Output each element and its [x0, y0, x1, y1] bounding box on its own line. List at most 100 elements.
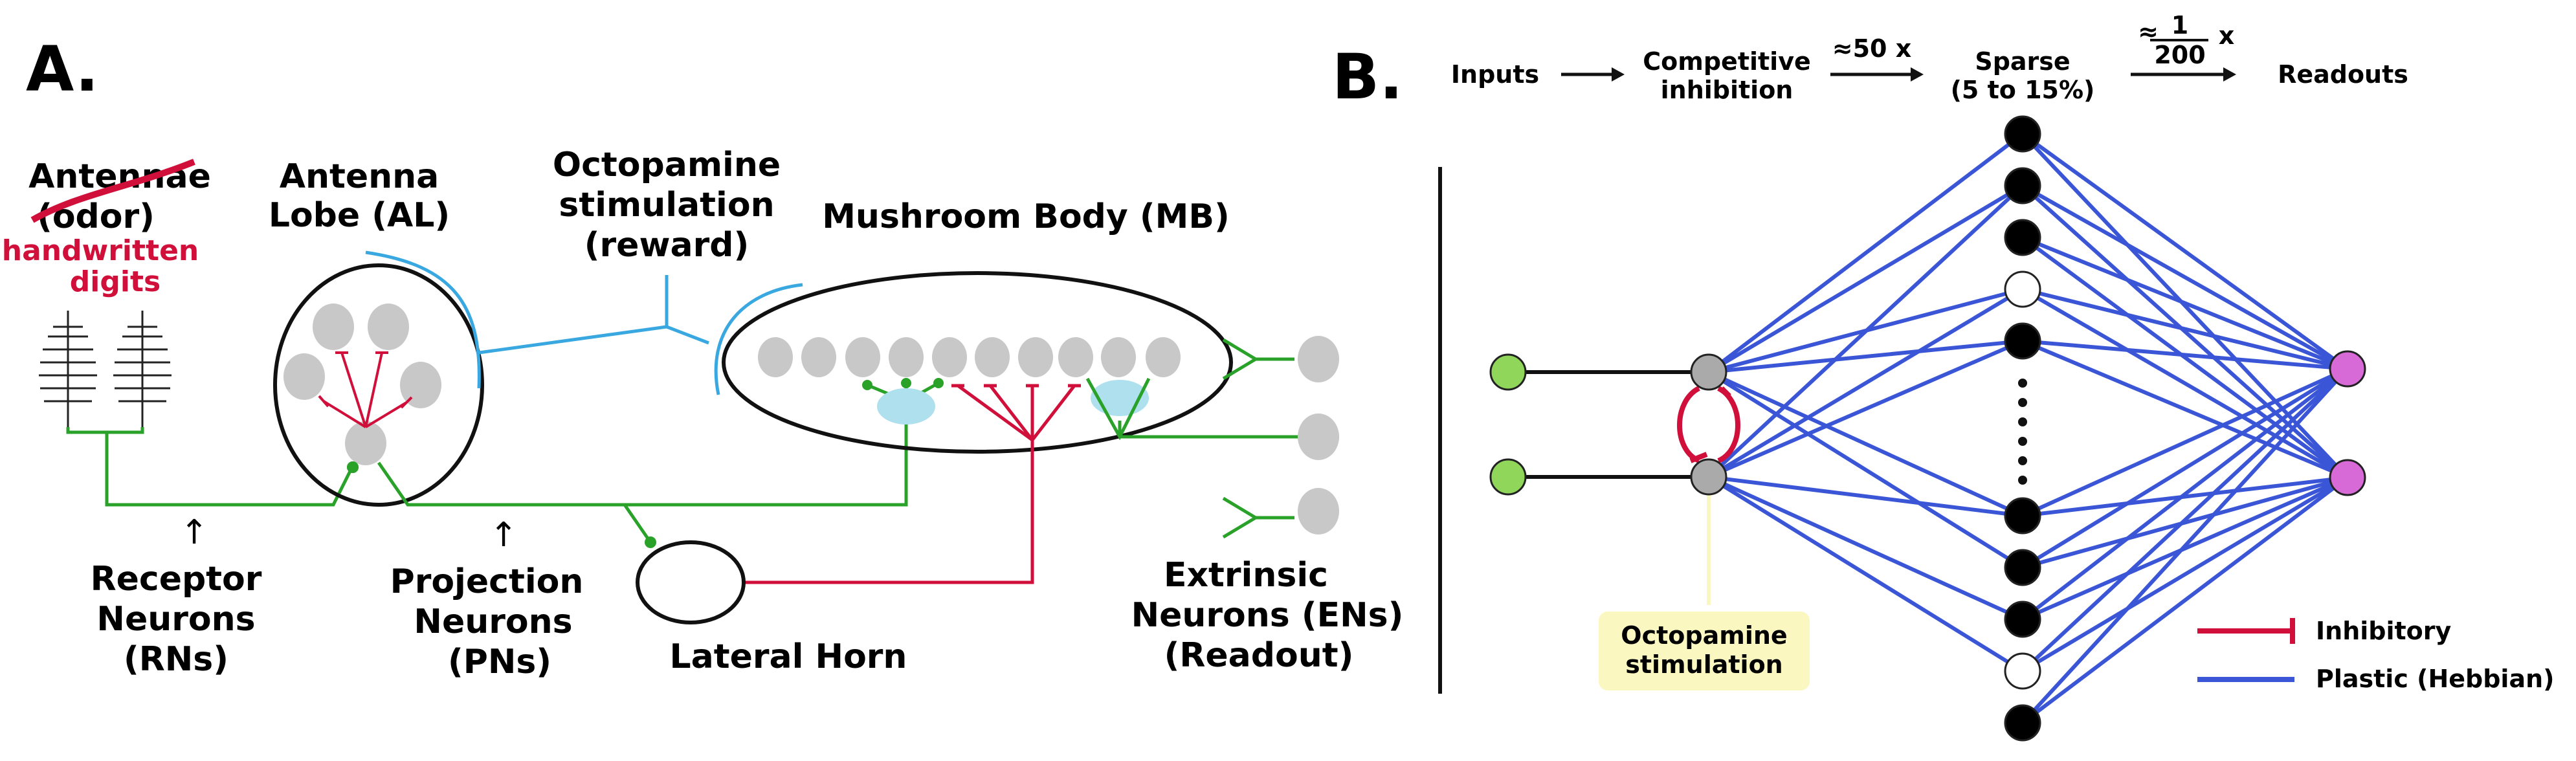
competitive-node-2	[1690, 458, 1727, 496]
plastic-connection-output	[2021, 184, 2349, 371]
arrow-2-head-icon	[1911, 67, 1924, 82]
sparse-node-1	[2004, 115, 2041, 153]
projection-label-3: (PNs)	[448, 643, 551, 681]
digits-label: digits	[70, 265, 161, 298]
plastic-connection-output	[2021, 287, 2349, 480]
antenna-lobe-outline	[273, 263, 484, 507]
competitive-header-2: inhibition	[1661, 76, 1793, 104]
sparse-node-3	[2004, 219, 2041, 256]
sparse-node-2	[2004, 167, 2041, 204]
octopamine-label-1: Octopamine	[553, 146, 781, 184]
plastic-connection-input	[1707, 287, 2024, 479]
plastic-connection-input	[1707, 132, 2024, 374]
receptor-neuron-wiring	[66, 427, 355, 507]
odor-label: (odor)	[37, 197, 155, 236]
competitive-inhibition-loop	[1677, 386, 1740, 463]
plastic-connection-input	[1707, 475, 2024, 673]
plastic-connection-input	[1707, 370, 2024, 518]
plastic-connection-output	[2021, 367, 2349, 569]
projection-neuron-wiring	[377, 381, 940, 544]
plastic-connection-output	[2021, 476, 2349, 725]
reduction-denominator: 200	[2154, 41, 2205, 69]
octopamine-box-label-1: Octopamine	[1621, 621, 1787, 650]
plastic-connection-input	[1707, 339, 2024, 479]
expansion-label: ≈50 x	[1832, 34, 1911, 63]
plastic-connection-input	[1707, 184, 2025, 479]
plastic-connection-output	[2021, 367, 2349, 673]
kc-green-synapses	[862, 378, 944, 390]
input-node-1	[1489, 353, 1527, 391]
inputs-header: Inputs	[1451, 60, 1539, 89]
plastic-connection-output	[2021, 132, 2349, 371]
octopamine-projection	[365, 250, 803, 395]
panel-b-label: B.	[1332, 41, 1403, 113]
handwritten-label: handwritten	[2, 234, 199, 267]
legend-plastic-label: Plastic (Hebbian)	[2316, 665, 2555, 693]
mushroom-body-outline	[722, 271, 1233, 454]
extrinsic-neuron-dendrites	[1222, 338, 1294, 539]
octopamine-label-2: stimulation	[559, 186, 774, 225]
al-inhibitory-connections	[318, 351, 413, 428]
legend-inhibitory-label: Inhibitory	[2316, 617, 2452, 645]
antenna-icon-right	[113, 311, 172, 427]
antenna-lobe-label-2: Lobe (AL)	[269, 196, 450, 235]
input-connections	[1508, 370, 1709, 479]
sparse-layer	[2004, 115, 2041, 742]
readout-node-2	[2329, 459, 2366, 496]
extrinsic-label-1: Extrinsic	[1164, 556, 1328, 595]
kc-input-glow	[877, 388, 935, 425]
sparse-ellipsis	[2018, 379, 2027, 485]
projection-label-1: Projection	[390, 562, 584, 601]
octopamine-box-label-2: stimulation	[1625, 650, 1782, 679]
al-glomeruli	[283, 303, 441, 465]
lateral-horn-synapse-dot	[645, 536, 656, 548]
extrinsic-neurons	[1298, 336, 1339, 535]
extrinsic-label-3: (Readout)	[1164, 636, 1354, 675]
sparse-node-5	[2004, 322, 2041, 360]
sparse-header-1: Sparse	[1975, 47, 2070, 76]
plastic-connection-input	[1708, 475, 2023, 518]
receptor-label-3: (RNs)	[124, 640, 228, 679]
plastic-connection-input	[1707, 370, 2024, 569]
plastic-connection-input	[1708, 339, 2023, 374]
plastic-connection-output	[2021, 476, 2349, 673]
lateral-horn-outline	[636, 540, 746, 624]
plastic-connection-output	[2022, 339, 2348, 371]
strike-through-mark	[30, 159, 195, 223]
octopamine-label-3: (reward)	[584, 226, 749, 265]
plastic-connections	[1707, 132, 2349, 725]
kenyon-cells	[758, 337, 1181, 377]
antenna-lobe-label-1: Antenna	[280, 157, 439, 196]
extrinsic-label-2: Neurons (ENs)	[1131, 596, 1404, 635]
al-pn-dot	[347, 461, 359, 473]
plastic-connection-output	[2021, 236, 2349, 480]
octopamine-stimulation-box	[1599, 612, 1810, 690]
sparse-node-4	[2004, 270, 2041, 308]
sparse-header-2: (5 to 15%)	[1951, 76, 2095, 104]
reduction-x: x	[2219, 21, 2235, 50]
reduction-numerator: 1	[2171, 11, 2188, 39]
competitive-node-1	[1690, 353, 1727, 391]
legend: Inhibitory Plastic (Hebbian)	[2197, 617, 2555, 693]
plastic-connection-output	[2021, 367, 2349, 725]
plastic-connection-output	[2022, 287, 2348, 371]
sparse-node-9	[2004, 652, 2041, 690]
arrow-3-head-icon	[2223, 67, 2236, 82]
input-node-2	[1489, 458, 1527, 496]
plastic-connection-output	[2021, 367, 2349, 518]
sparse-node-10	[2004, 704, 2041, 742]
plastic-connection-input	[1707, 475, 2024, 621]
lateral-horn-inhibition	[744, 384, 1081, 584]
pn-arrow-icon: ↑	[489, 516, 518, 555]
antenna-icon-left	[39, 311, 97, 427]
rn-arrow-icon: ↑	[180, 513, 208, 552]
plastic-connection-output	[2021, 367, 2349, 621]
mushroom-body-label: Mushroom Body (MB)	[822, 197, 1230, 236]
panel-a-label: A.	[26, 33, 99, 105]
sparse-node-8	[2004, 601, 2041, 638]
receptor-label-2: Neurons	[96, 600, 255, 639]
sparse-node-7	[2004, 549, 2041, 586]
sparse-node-6	[2004, 497, 2041, 535]
plastic-connection-output	[2021, 236, 2349, 371]
